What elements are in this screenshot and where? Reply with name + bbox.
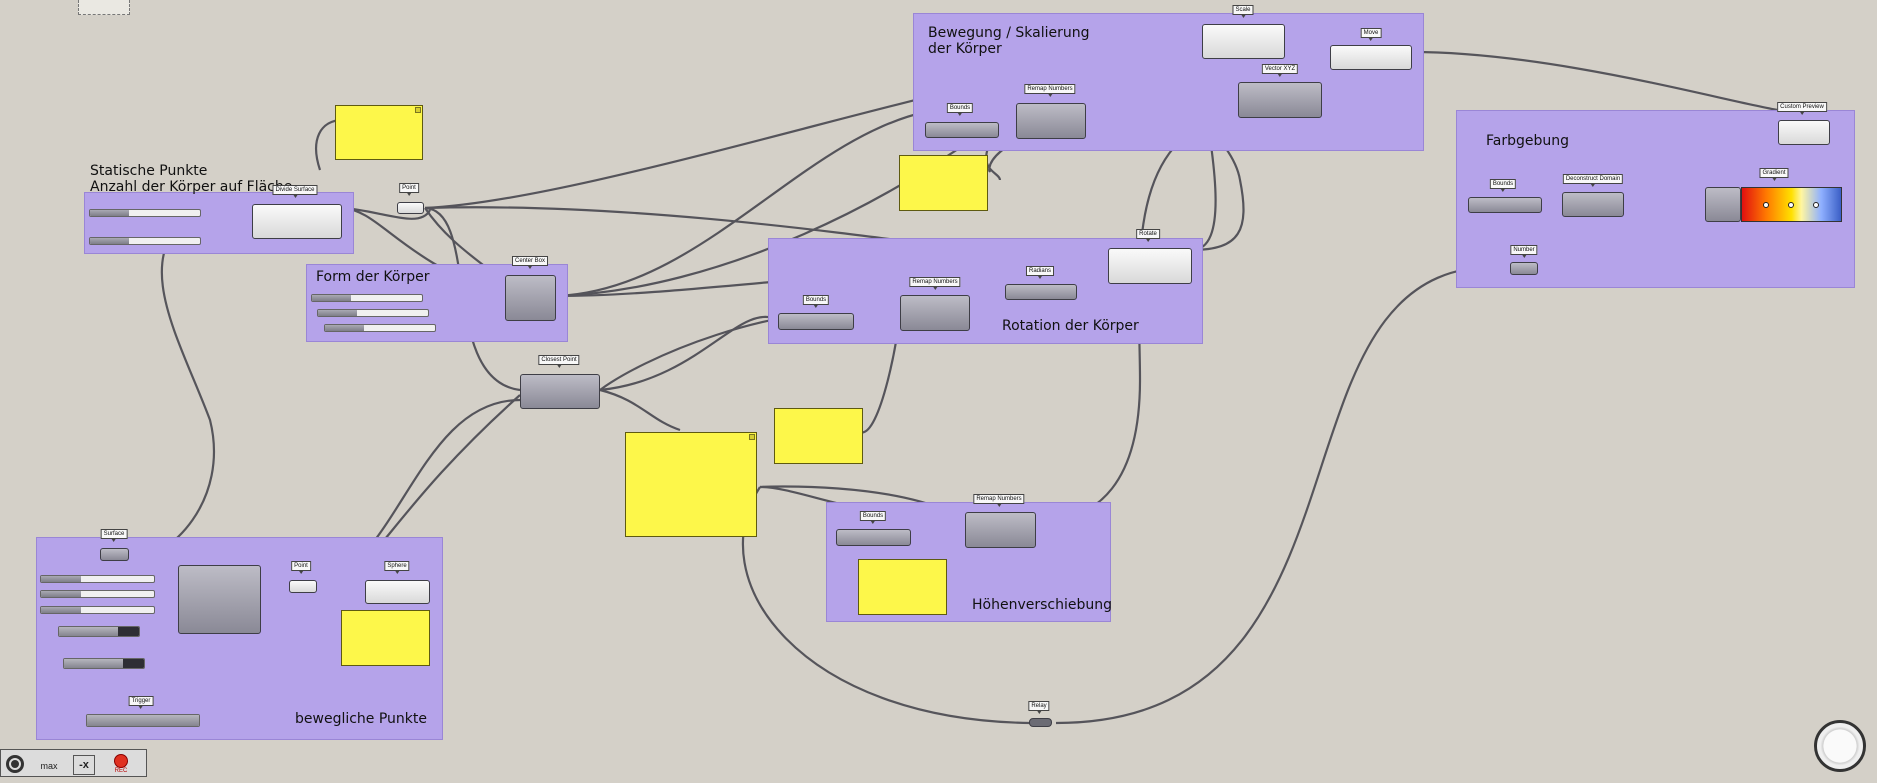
gradient-stop[interactable] (1788, 202, 1794, 208)
number-node[interactable] (1510, 262, 1538, 275)
custom-preview-label: Custom Preview (1777, 102, 1827, 115)
trigger-label: Trigger (128, 696, 154, 709)
bounds-node[interactable] (1468, 197, 1542, 213)
record-button[interactable]: REC (109, 753, 133, 775)
closest-point-label: Closest Point (538, 355, 580, 368)
bounds-label: Bounds (946, 103, 974, 116)
radians-node[interactable] (1005, 284, 1077, 300)
record-icon (114, 754, 128, 768)
gradient-stop[interactable] (1763, 202, 1769, 208)
gradient-label: Gradient (1759, 168, 1789, 181)
scale-label: Scale (1232, 5, 1254, 18)
panel-rotation[interactable] (774, 408, 863, 464)
param-slider-1[interactable] (40, 575, 155, 583)
remap-label: Remap Numbers (973, 494, 1025, 507)
count-slider-v[interactable] (89, 237, 201, 245)
expression-button[interactable]: -x (73, 755, 95, 775)
wire (129, 214, 216, 562)
selection-box (78, 0, 130, 15)
panel-corner (415, 107, 421, 113)
wire (599, 388, 681, 432)
number-label: Number (1510, 245, 1538, 258)
panel-corner (749, 434, 755, 440)
group-title-statisch: Statische Punkte Anzahl der Körper auf F… (90, 163, 293, 195)
deconstruct-domain-label: Deconstruct Domain (1562, 174, 1624, 187)
sphere-node[interactable] (365, 580, 430, 604)
move-label: Move (1360, 28, 1382, 41)
param-slider-5[interactable] (63, 658, 145, 669)
remap-numbers-node[interactable] (900, 295, 970, 331)
remap-label: Remap Numbers (1024, 84, 1076, 97)
move-node[interactable] (1330, 45, 1412, 70)
group-title: Höhenverschiebung (972, 597, 1112, 613)
count-slider-u[interactable] (89, 209, 201, 217)
group-title: Farbgebung (1486, 133, 1570, 149)
bounds-node[interactable] (836, 529, 911, 546)
bounds-label: Bounds (859, 511, 887, 524)
record-label: REC (114, 768, 128, 774)
vector-xyz-node[interactable] (1238, 82, 1322, 118)
navigation-wheel-icon[interactable] (1814, 720, 1866, 772)
size-slider-x[interactable] (311, 294, 423, 302)
bounds-node[interactable] (925, 122, 999, 138)
surface-node[interactable] (100, 548, 129, 561)
grasshopper-logo-icon[interactable] (3, 753, 27, 775)
sphere-label: Sphere (384, 561, 410, 574)
relay-node[interactable] (1029, 718, 1052, 727)
wire (599, 315, 779, 392)
gradient-stop[interactable] (1813, 202, 1819, 208)
point-node[interactable] (397, 202, 424, 214)
divide-surface-label: Divide Surface (272, 185, 318, 198)
bounds-label: Bounds (802, 295, 830, 308)
remap-numbers-node[interactable] (1016, 103, 1086, 139)
wire (556, 110, 926, 298)
param-slider-4[interactable] (58, 626, 140, 637)
bounds-node[interactable] (778, 313, 854, 330)
wire (1411, 50, 1779, 112)
relay-label: Relay (1028, 701, 1050, 714)
param-slider-2[interactable] (40, 590, 155, 598)
bounds-label: Bounds (1489, 179, 1517, 192)
group-title: Rotation der Körper (1002, 318, 1139, 334)
custom-preview-node[interactable] (1778, 120, 1830, 145)
center-box-node[interactable] (505, 275, 556, 321)
group-title: Bewegung / Skalierung der Körper (928, 25, 1090, 57)
group-title: Form der Körper (316, 269, 430, 285)
max-button[interactable]: max (40, 761, 58, 771)
param-slider-3[interactable] (40, 606, 155, 614)
radians-label: Radians (1025, 266, 1055, 279)
gradient-node[interactable] (1705, 187, 1741, 222)
trigger-node[interactable] (86, 714, 200, 727)
panel-bewegung[interactable] (899, 155, 988, 211)
scale-node[interactable] (1202, 24, 1285, 59)
size-slider-z[interactable] (324, 324, 436, 332)
canvas-toolbar: max -x REC (0, 749, 147, 777)
closest-point-node[interactable] (520, 374, 600, 409)
wire (341, 206, 431, 220)
pop2d-node[interactable] (178, 565, 261, 634)
group-title: bewegliche Punkte (295, 711, 428, 727)
divide-surface-node[interactable] (252, 204, 342, 239)
deconstruct-domain-node[interactable] (1562, 192, 1624, 217)
size-slider-y[interactable] (317, 309, 429, 317)
vector-xyz-label: Vector XYZ (1261, 64, 1299, 77)
remap-numbers-node[interactable] (965, 512, 1036, 548)
rotate-node[interactable] (1108, 248, 1192, 284)
panel-hoehe[interactable] (858, 559, 947, 615)
point-label: Point (291, 561, 311, 574)
panel-list-center[interactable] (625, 432, 757, 537)
point-label: Point (399, 183, 419, 196)
panel-beweglich[interactable] (341, 610, 430, 666)
rotate-label: Rotate (1136, 229, 1160, 242)
wire (1055, 265, 1517, 725)
remap-label: Remap Numbers (909, 277, 961, 290)
center-box-label: Center Box (511, 256, 549, 269)
point-node[interactable] (289, 580, 317, 593)
surface-label: Surface (100, 529, 128, 542)
panel-list-top[interactable] (335, 105, 423, 160)
